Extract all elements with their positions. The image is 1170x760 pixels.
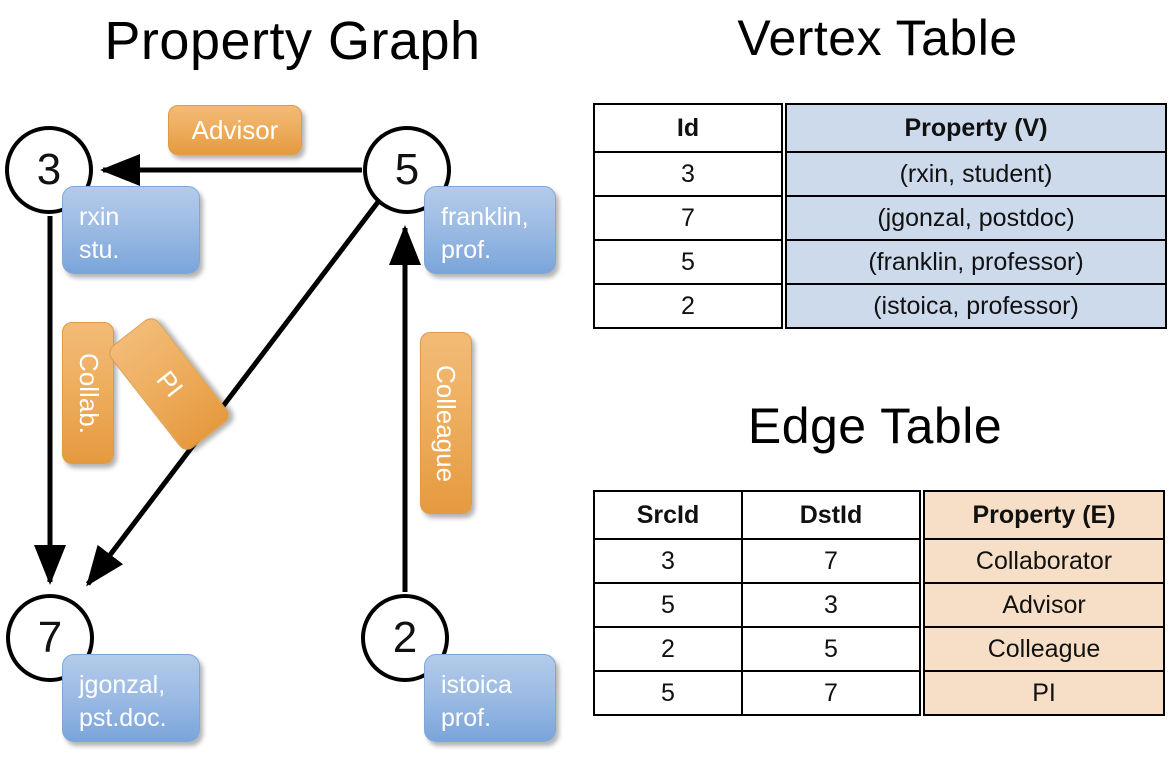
- table-column-gap: [782, 196, 786, 240]
- edge-label-colleague: Colleague: [420, 332, 472, 514]
- vertex-table-header-id: Id: [593, 103, 783, 153]
- vertex-cell-id: 5: [593, 239, 783, 285]
- table-column-gap: [782, 152, 786, 196]
- property-graph-diagram: 3 5 7 2 rxin stu. franklin, prof. jgonza…: [5, 105, 556, 742]
- table-row: 3 (rxin, student): [593, 151, 1167, 197]
- table-row: 7 (jgonzal, postdoc): [593, 195, 1167, 241]
- edge-table-header-srcid: SrcId: [593, 490, 743, 540]
- table-row: 2 5 Colleague: [593, 626, 1165, 672]
- table-column-gap: [920, 583, 924, 627]
- graph-node-5[interactable]: 5: [363, 126, 451, 214]
- table-column-gap: [782, 104, 786, 152]
- graph-node-2-label: 2: [392, 613, 418, 662]
- table-column-gap: [920, 539, 924, 583]
- edge-cell-srcid: 5: [593, 670, 743, 716]
- edge-cell-property: PI: [923, 670, 1165, 716]
- page-title-property-graph: Property Graph: [104, 11, 481, 71]
- vertex-cell-id: 3: [593, 151, 783, 197]
- table-column-gap: [782, 240, 786, 284]
- table-column-gap: [920, 627, 924, 671]
- edge-label-collab-text: Collab.: [73, 352, 104, 434]
- table-row: 5 7 PI: [593, 670, 1165, 716]
- edge-cell-property: Advisor: [923, 582, 1165, 628]
- node-property-box-franklin: franklin, prof.: [424, 186, 556, 274]
- node-property-box-istoica: istoica prof.: [424, 654, 556, 742]
- edge-cell-dstid: 7: [741, 670, 921, 716]
- table-row: 5 3 Advisor: [593, 582, 1165, 628]
- vertex-cell-property: (istoica, professor): [785, 283, 1167, 329]
- vertex-cell-property: (franklin, professor): [785, 239, 1167, 285]
- edge-label-colleague-text: Colleague: [431, 364, 462, 482]
- edge-cell-property: Colleague: [923, 626, 1165, 672]
- edge-table-header-dstid: DstId: [741, 490, 921, 540]
- page-title-edge-table: Edge Table: [747, 398, 1003, 454]
- graph-edges-layer: [34, 154, 421, 592]
- graph-node-3-label: 3: [36, 145, 62, 194]
- vertex-table-header-row: Id Property (V): [593, 103, 1167, 153]
- edge-table-header-row: SrcId DstId Property (E): [593, 490, 1165, 540]
- vertex-cell-property: (rxin, student): [785, 151, 1167, 197]
- edge-cell-property: Collaborator: [923, 538, 1165, 584]
- graph-node-5-label: 5: [394, 145, 420, 194]
- node-property-box-rxin: rxin stu.: [62, 186, 200, 274]
- table-row: 5 (franklin, professor): [593, 239, 1167, 285]
- graph-node-2[interactable]: 2: [361, 594, 449, 682]
- table-column-gap: [920, 491, 924, 539]
- edge-cell-dstid: 3: [741, 582, 921, 628]
- edge-label-advisor: Advisor: [168, 105, 302, 155]
- edge-label-pi-text: PI: [150, 364, 189, 403]
- edge-cell-srcid: 2: [593, 626, 743, 672]
- node-property-box-jgonzal: jgonzal, pst.doc.: [62, 654, 200, 742]
- edge-cell-dstid: 5: [741, 626, 921, 672]
- edge-cell-dstid: 7: [741, 538, 921, 584]
- vertex-cell-property: (jgonzal, postdoc): [785, 195, 1167, 241]
- vertex-cell-id: 7: [593, 195, 783, 241]
- page-title-vertex-table: Vertex Table: [737, 10, 1018, 66]
- edge-table: SrcId DstId Property (E) 3 7 Collaborato…: [593, 490, 1165, 716]
- edge-label-advisor-text: Advisor: [191, 114, 279, 145]
- table-row: 3 7 Collaborator: [593, 538, 1165, 584]
- vertex-cell-id: 2: [593, 283, 783, 329]
- edge-label-collab: Collab.: [62, 322, 114, 464]
- edge-5-to-7: [86, 200, 380, 587]
- edge-cell-srcid: 5: [593, 582, 743, 628]
- table-column-gap: [920, 671, 924, 715]
- vertex-table: Id Property (V) 3 (rxin, student) 7 (jgo…: [593, 103, 1167, 329]
- vertex-table-header-property: Property (V): [785, 103, 1167, 153]
- table-row: 2 (istoica, professor): [593, 283, 1167, 329]
- edge-cell-srcid: 3: [593, 538, 743, 584]
- graph-node-7-label: 7: [37, 613, 63, 662]
- table-column-gap: [782, 284, 786, 328]
- edge-table-header-property: Property (E): [923, 490, 1165, 540]
